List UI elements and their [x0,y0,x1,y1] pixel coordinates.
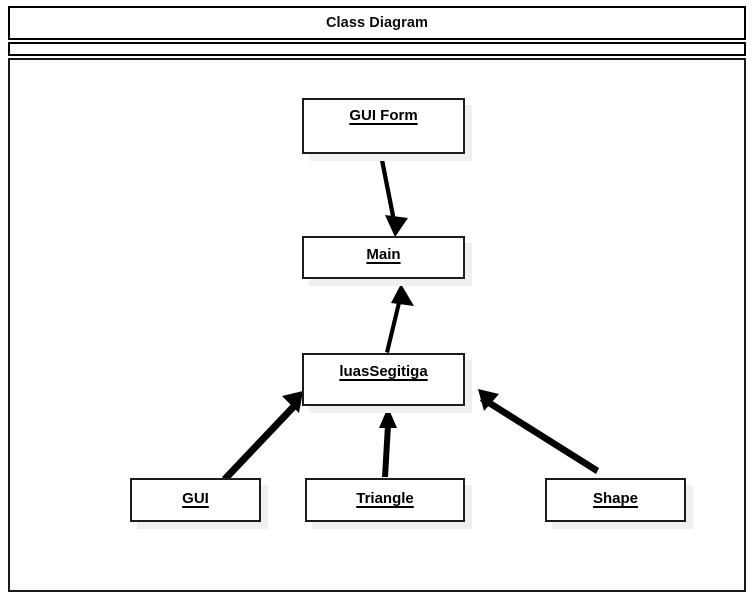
class-node-label: GUI Form [349,107,418,124]
class-node-label: Main [366,246,401,263]
class-diagram-window: Class Diagram [8,6,746,592]
class-node-main[interactable]: Main [302,236,465,279]
class-node-shape[interactable]: Shape [545,478,686,522]
edge-gui-luassegitiga-arrow [222,391,303,482]
class-node-label: luasSegitiga [339,363,428,380]
edge-luassegitiga-main-arrow [385,284,414,353]
class-node-label: Triangle [356,490,414,507]
window-title-bar: Class Diagram [8,6,746,40]
class-node-label: GUI [182,490,209,507]
toolbar-strip [8,42,746,56]
class-node-label: Shape [592,490,638,507]
edge-guiform-main-arrow [379,154,408,237]
diagram-canvas[interactable]: GUI Form Main luasSegitiga GUI Triangle … [8,58,746,592]
edge-shape-luassegitiga-arrow [478,389,599,474]
class-node-luassegitiga[interactable]: luasSegitiga [302,353,465,406]
diagram-content: GUI Form Main luasSegitiga GUI Triangle … [10,60,744,590]
class-node-triangle[interactable]: Triangle [305,478,465,522]
page-title: Class Diagram [325,15,429,31]
arrow-layer [222,154,599,482]
edge-triangle-luassegitiga-arrow [379,407,397,477]
class-node-gui[interactable]: GUI [130,478,261,522]
class-node-gui-form[interactable]: GUI Form [302,98,465,154]
